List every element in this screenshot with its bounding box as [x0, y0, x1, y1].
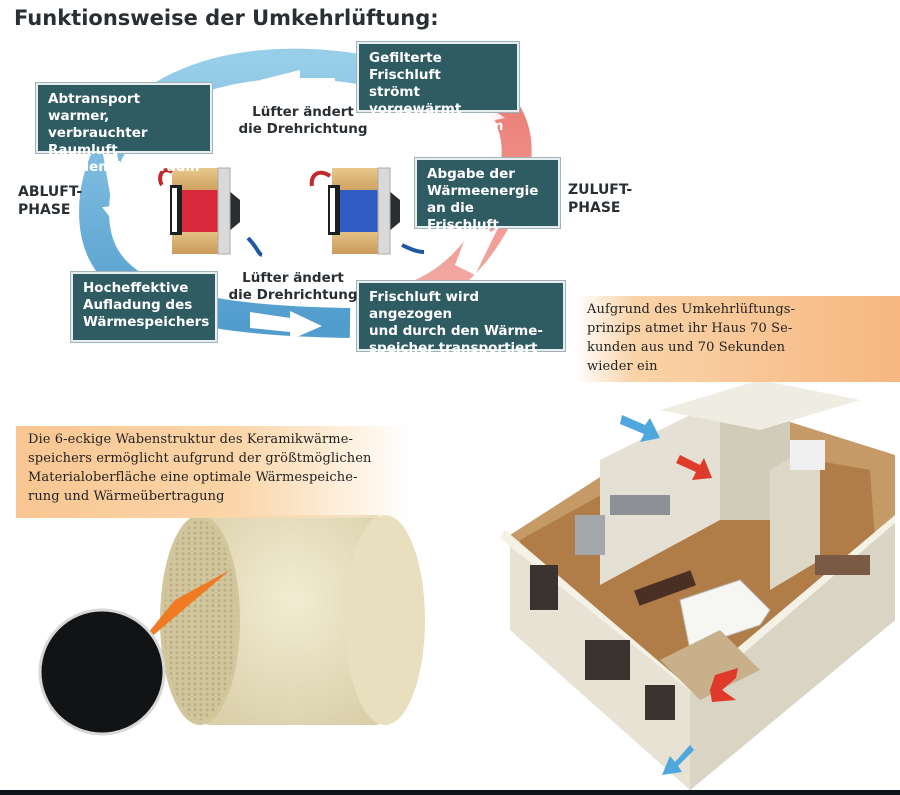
air-arrow-red-bottom-icon: [710, 668, 738, 702]
note-right-line: Aufgrund des Umkehrlüftungs-: [587, 302, 796, 317]
fan-bottom-line: Lüfter ändert: [242, 270, 344, 286]
phase-left-line: PHASE: [18, 202, 71, 218]
box-hocheffektive-line: Aufladung des: [83, 297, 193, 313]
box-abtransport: Abtransport warmer, verbrauchter Raumluf…: [36, 83, 212, 175]
arrow-bottom-icon: [250, 311, 322, 340]
box-hocheffektive-line: Wärmespeichers: [83, 314, 210, 330]
note-left-line: rung und Wärmeübertragung: [28, 489, 225, 504]
box-gefilterte-line: in den Wohnraum: [369, 118, 504, 134]
arrow-left-down-icon: [102, 149, 136, 235]
box-frischluft-line: Frischluft wird angezogen: [369, 289, 479, 322]
box-abgabe-line: Wärmeenergie: [427, 183, 539, 199]
ceramic-cylinder: [160, 515, 425, 725]
box-gefilterte-frischluft: Gefilterte Frischluft strömt vorgewärmt …: [357, 42, 519, 134]
box-abgabe-waermeenergie: Abgabe der Wärmeenergie an die Frischluf…: [415, 158, 560, 233]
note-wabenstruktur: Die 6-eckige Wabenstruktur des Keramikwä…: [16, 426, 411, 518]
fan-direction-label-top: Lüfter ändert die Drehrichtung: [228, 104, 378, 138]
box-abgabe-line: an die Frischluft: [427, 200, 499, 233]
air-arrow-red-top-icon: [676, 455, 712, 480]
phase-right-line: ZULUFT-: [568, 182, 633, 198]
curved-arrow-blue-right-icon: [401, 243, 425, 254]
box-frischluft-line: speicher transportiert: [369, 340, 538, 356]
box-abtransport-line: Abtransport warmer,: [48, 91, 141, 124]
abluft-phase-label: ABLUFT- PHASE: [18, 183, 82, 219]
note-left-line: speichers ermöglicht aufgrund der größtm…: [28, 451, 372, 466]
box-abtransport-line: verbrauchter Raumluft: [48, 125, 148, 158]
zuluft-phase-label: ZULUFT- PHASE: [568, 181, 632, 217]
note-left-line: Materialoberfläche eine optimale Wärmesp…: [28, 470, 358, 485]
note-right-line: wieder ein: [587, 359, 658, 374]
box-hocheffektive-aufladung: Hocheffektive Aufladung des Wärmespeiche…: [71, 272, 217, 342]
curved-arrow-red-left-icon: [158, 168, 174, 187]
phase-right-line: PHASE: [568, 200, 621, 216]
box-gefilterte-line: strömt vorgewärmt: [369, 84, 462, 117]
bottom-divider: [0, 790, 900, 795]
fan-top-line: Lüfter ändert: [252, 104, 354, 120]
fan-top-line: die Drehrichtung: [238, 121, 368, 137]
curved-arrow-red-right-icon: [309, 170, 332, 187]
fan-direction-label-bottom: Lüfter ändert die Drehrichtung: [218, 270, 368, 304]
note-right-line: prinzips atmet ihr Haus 70 Se-: [587, 321, 793, 336]
air-arrow-blue-top-icon: [620, 415, 660, 442]
curved-arrow-blue-left-icon: [246, 236, 263, 257]
arrow-right-up-icon: [455, 195, 498, 275]
fan-unit-left: [170, 167, 240, 255]
box-hocheffektive-line: Hocheffektive: [83, 280, 189, 296]
note-right-line: kunden aus und 70 Sekunden: [587, 340, 786, 355]
box-abgabe-line: Abgabe der: [427, 166, 515, 182]
phase-left-line: ABLUFT-: [18, 184, 83, 200]
honeycomb-magnified-icon: [38, 608, 166, 736]
box-frischluft-line: und durch den Wärme-: [369, 323, 543, 339]
fan-bottom-line: die Drehrichtung: [228, 287, 358, 303]
fan-unit-right: [328, 167, 400, 255]
note-left-line: Die 6-eckige Wabenstruktur des Keramikwä…: [28, 432, 354, 447]
zoom-wedge: [130, 570, 230, 655]
box-gefilterte-line: Gefilterte Frischluft: [369, 50, 442, 83]
house-illustration: [500, 380, 895, 790]
box-abtransport-line: aus dem Wohnraum: [48, 159, 200, 175]
note-umkehrlueftung: Aufgrund des Umkehrlüftungs- prinzips at…: [575, 296, 900, 382]
box-frischluft-angezogen: Frischluft wird angezogen und durch den …: [357, 281, 565, 356]
arrow-top-icon: [260, 70, 335, 93]
air-arrow-blue-bottom-icon: [662, 745, 694, 775]
page-title: Funktionsweise der Umkehrlüftung:: [14, 6, 439, 30]
